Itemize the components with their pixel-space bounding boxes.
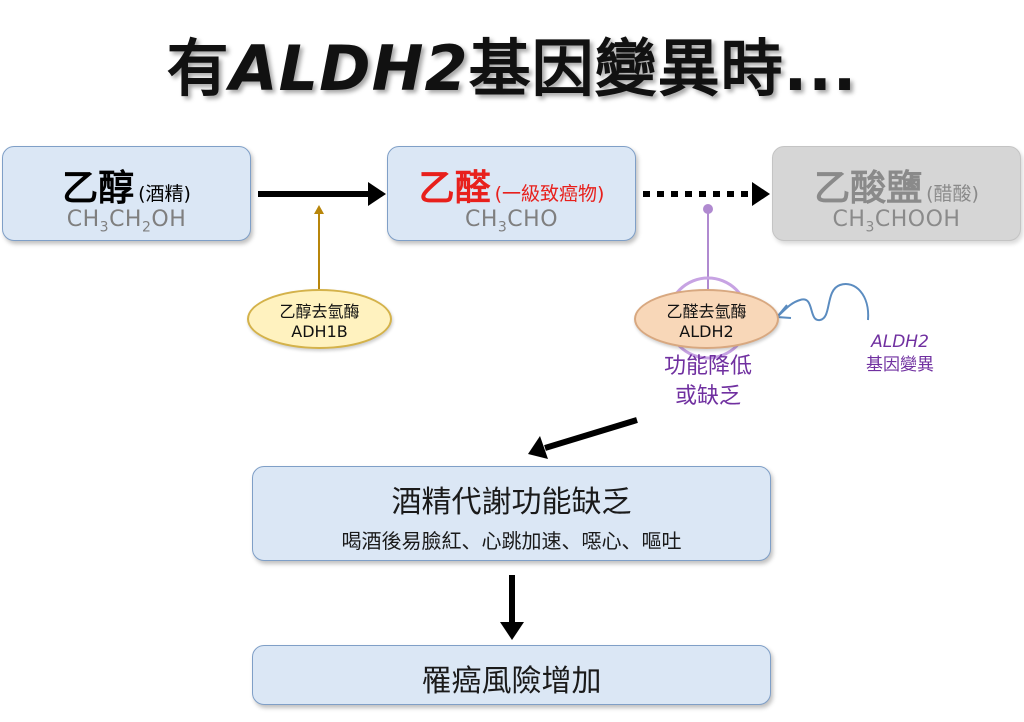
result1-box: 酒精代謝功能缺乏 喝酒後易臉紅、心跳加速、噁心、嘔吐 xyxy=(252,466,771,561)
acetaldehyde-note: (一級致癌物) xyxy=(494,183,605,205)
enzyme2-line-dot xyxy=(703,204,713,214)
title-suffix: 基因變異時... xyxy=(468,32,858,105)
acetate-note: (醋酸) xyxy=(926,183,979,205)
page-title: 有ALDH2基因變異時... xyxy=(0,18,1024,108)
acetaldehyde-name: 乙醛 xyxy=(418,168,491,209)
ethanol-name: 乙醇 xyxy=(62,168,135,209)
mutation-gene: ALDH2 xyxy=(871,332,929,352)
enzyme2-oval: 乙醛去氫酶 ALDH2 xyxy=(634,289,779,349)
ethanol-note: (酒精) xyxy=(138,183,191,205)
arrow-ethanol-to-acetaldehyde-head xyxy=(368,182,386,206)
reduced-line1: 功能降低 xyxy=(663,354,752,379)
result1-subtitle: 喝酒後易臉紅、心跳加速、噁心、嘔吐 xyxy=(341,529,682,553)
arrow-to-result1 xyxy=(544,417,638,451)
title-gene: ALDH2 xyxy=(229,32,469,105)
title-prefix: 有 xyxy=(166,32,230,105)
result2-box: 罹癌風險增加 xyxy=(252,645,771,705)
arrow-to-result1-head xyxy=(528,436,548,459)
enzyme1-name: 乙醇去氫酶 xyxy=(279,302,360,321)
result2-title: 罹癌風險增加 xyxy=(421,664,602,699)
acetaldehyde-formula: CH3CHO xyxy=(464,207,559,236)
enzyme2-gene: ALDH2 xyxy=(679,322,734,341)
enzyme2-name: 乙醛去氫酶 xyxy=(666,302,747,321)
acetate-box: 乙酸鹽(醋酸) CH3CHOOH xyxy=(772,146,1021,241)
ethanol-formula: CH3CH2OH xyxy=(66,207,187,236)
acetate-name: 乙酸鹽 xyxy=(814,168,923,209)
enzyme1-arrow-head xyxy=(314,205,324,214)
mutation-label: ALDH2 基因變異 xyxy=(845,331,955,377)
enzyme1-gene: ADH1B xyxy=(291,322,348,341)
reduced-function-label: 功能降低 或缺乏 xyxy=(628,352,788,412)
result1-title: 酒精代謝功能缺乏 xyxy=(391,485,632,520)
acetaldehyde-box: 乙醛(一級致癌物) CH3CHO xyxy=(387,146,636,241)
acetate-formula: CH3CHOOH xyxy=(832,207,961,236)
mutation-text: 基因變異 xyxy=(866,355,934,375)
arrow-acetaldehyde-to-acetate-head xyxy=(752,182,770,206)
ethanol-box: 乙醇(酒精) CH3CH2OH xyxy=(2,146,251,241)
mutation-squiggle xyxy=(777,283,870,321)
arrow-to-result2-head xyxy=(500,622,524,640)
enzyme1-oval: 乙醇去氫酶 ADH1B xyxy=(247,289,392,349)
reduced-line2: 或缺乏 xyxy=(674,384,741,409)
